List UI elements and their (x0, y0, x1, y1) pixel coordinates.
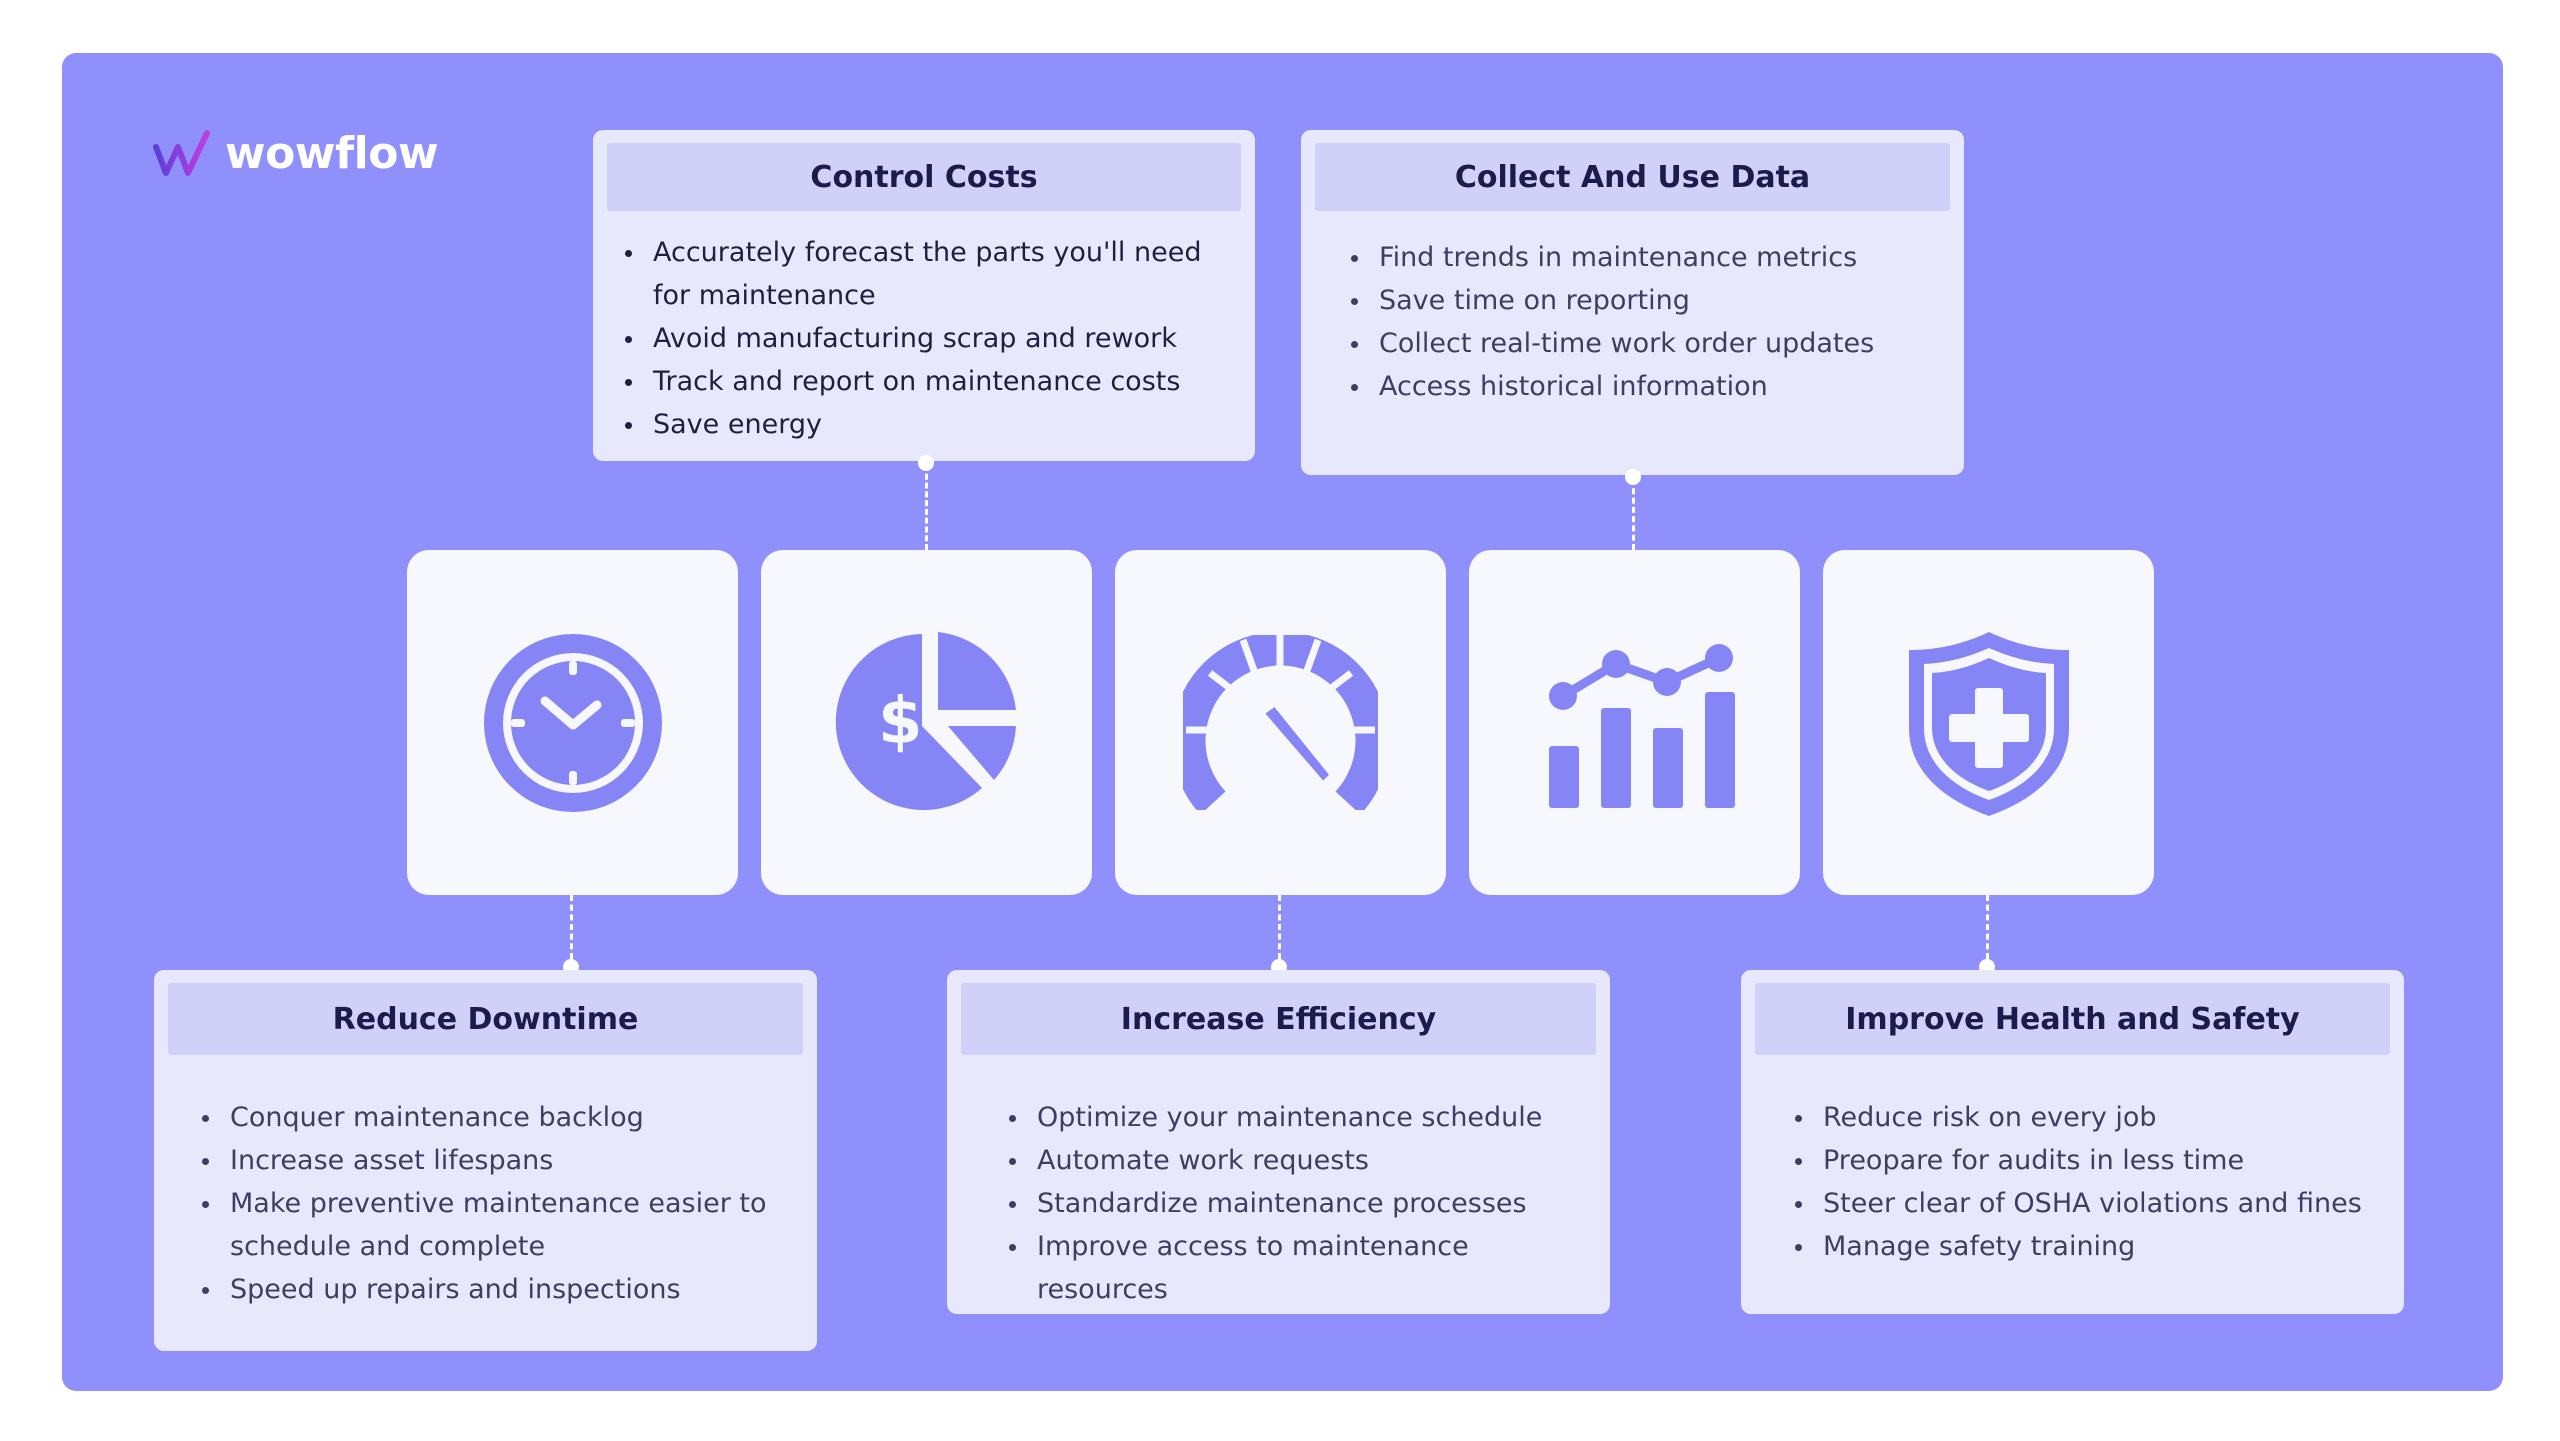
connector-line (570, 895, 573, 959)
list-item: Save time on reporting (1341, 279, 1941, 322)
brand-name: wowflow (225, 128, 439, 179)
list-item: Accurately forecast the parts you'll nee… (615, 231, 1235, 317)
svg-text:$: $ (878, 685, 923, 759)
list-item: Steer clear of OSHA violations and fines (1785, 1182, 2385, 1225)
connector-line (1632, 479, 1635, 550)
card-control-costs: Control Costs Accurately forecast the pa… (593, 130, 1255, 461)
list-item: Collect real-time work order updates (1341, 322, 1941, 365)
list-item: Speed up repairs and inspections (192, 1268, 792, 1311)
tile-pie: $ (761, 550, 1092, 895)
card-list: Find trends in maintenance metrics Save … (1341, 236, 1941, 408)
list-item: Save energy (615, 403, 1235, 446)
card-collect-data: Collect And Use Data Find trends in main… (1301, 130, 1964, 475)
card-list: Reduce risk on every job Preopare for au… (1785, 1096, 2385, 1268)
list-item: Manage safety training (1785, 1225, 2385, 1268)
card-title: Improve Health and Safety (1755, 983, 2390, 1055)
card-increase-efficiency: Increase Efficiency Optimize your mainte… (947, 970, 1610, 1314)
bar-line-chart-icon (1548, 643, 1735, 808)
card-reduce-downtime: Reduce Downtime Conquer maintenance back… (154, 970, 817, 1351)
card-list: Optimize your maintenance schedule Autom… (999, 1096, 1599, 1311)
clock-icon (483, 633, 662, 812)
connector-line (1986, 895, 1989, 959)
card-health-safety: Improve Health and Safety Reduce risk on… (1741, 970, 2404, 1314)
connector-dot (1625, 469, 1641, 485)
list-item: Track and report on maintenance costs (615, 360, 1235, 403)
list-item: Access historical information (1341, 365, 1941, 408)
tile-growth (1469, 550, 1800, 895)
list-item: Automate work requests (999, 1139, 1599, 1182)
list-item: Find trends in maintenance metrics (1341, 236, 1941, 279)
list-item: Optimize your maintenance schedule (999, 1096, 1599, 1139)
list-item: Preopare for audits in less time (1785, 1139, 2385, 1182)
connector-line (925, 465, 928, 550)
card-list: Accurately forecast the parts you'll nee… (615, 231, 1235, 446)
card-title: Collect And Use Data (1315, 143, 1950, 211)
tile-clock (407, 550, 738, 895)
connector-dot (918, 455, 934, 471)
list-item: Standardize maintenance processes (999, 1182, 1599, 1225)
list-item: Improve access to maintenance resources (999, 1225, 1599, 1311)
card-title: Reduce Downtime (168, 983, 803, 1055)
list-item: Reduce risk on every job (1785, 1096, 2385, 1139)
tile-speedometer (1115, 550, 1446, 895)
speedometer-icon (1183, 635, 1378, 810)
pie-chart-dollar-icon: $ (835, 632, 1016, 810)
list-item: Make preventive maintenance easier to sc… (192, 1182, 792, 1268)
shield-cross-icon (1908, 631, 2069, 816)
card-list: Conquer maintenance backlog Increase ass… (192, 1096, 792, 1311)
wowflow-logo-icon (153, 129, 210, 176)
connector-line (1278, 895, 1281, 959)
card-title: Control Costs (607, 143, 1241, 211)
list-item: Conquer maintenance backlog (192, 1096, 792, 1139)
list-item: Increase asset lifespans (192, 1139, 792, 1182)
brand-logo: wowflow (153, 128, 439, 179)
card-title: Increase Efficiency (961, 983, 1596, 1055)
list-item: Avoid manufacturing scrap and rework (615, 317, 1235, 360)
tile-safety (1823, 550, 2154, 895)
